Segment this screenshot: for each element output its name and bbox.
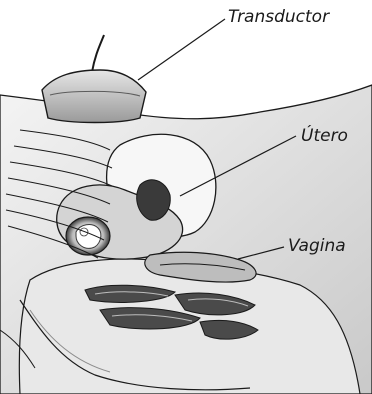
label-uterus: Útero — [301, 126, 348, 146]
label-transducer: Transductor — [228, 7, 329, 27]
uterine-cavity — [137, 180, 171, 220]
label-vagina: Vagina — [288, 236, 346, 256]
transducer-cable — [92, 35, 104, 72]
transducer-head — [42, 70, 146, 123]
leader-transductor — [138, 19, 225, 80]
